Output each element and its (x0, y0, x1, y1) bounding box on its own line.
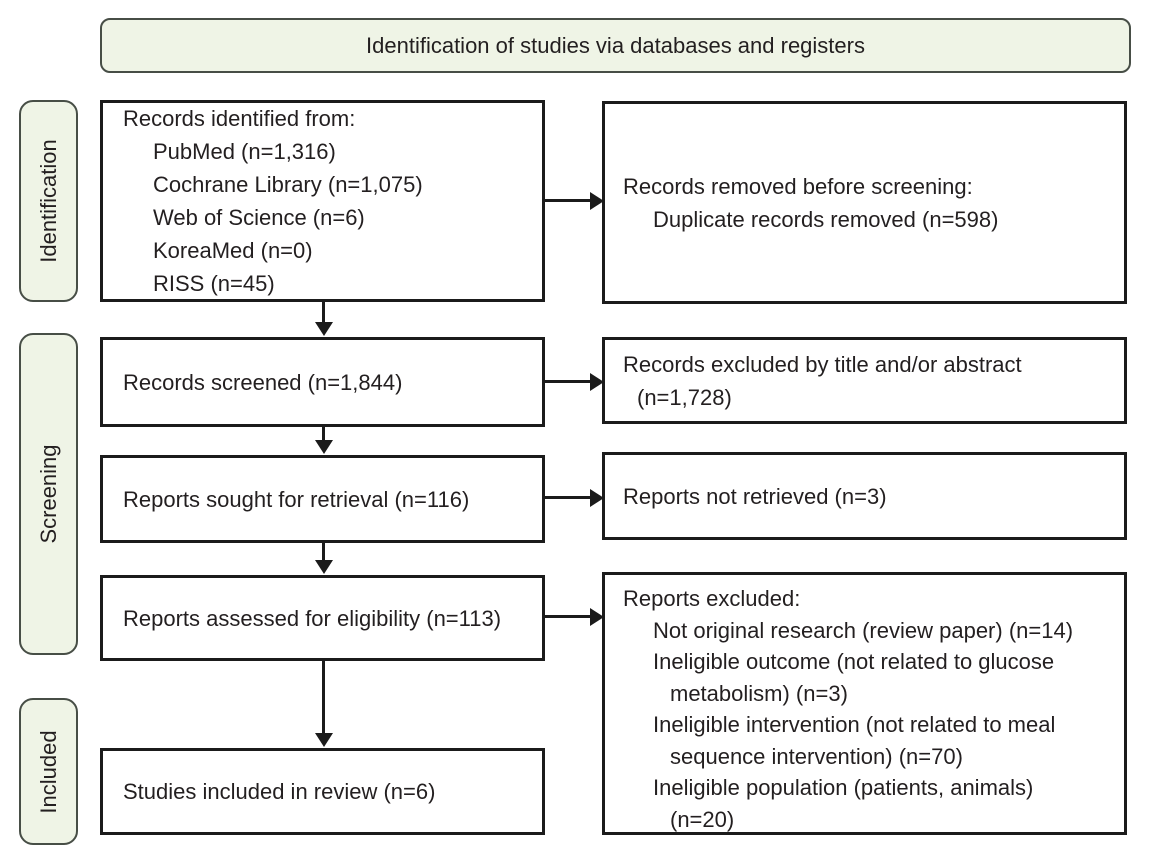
text-line: Records screened (n=1,844) (123, 369, 403, 395)
text-line: Ineligible intervention (not related to … (653, 712, 1056, 737)
text-line: Not original research (review paper) (n=… (653, 617, 1074, 643)
text-line: metabolism) (n=3) (670, 680, 848, 706)
arrow-sought-to-not-retrieved-icon (545, 496, 591, 499)
stage-included-label: Included (35, 729, 61, 814)
reports-not-retrieved-box: Reports not retrieved (n=3) (602, 452, 1127, 540)
arrow-identified-to-screened-icon (322, 302, 325, 323)
text-line: sequence intervention) (n=70) (670, 743, 963, 769)
text-line: (n=1,728) (637, 384, 732, 410)
records-removed-box: Records removed before screening: Duplic… (602, 101, 1127, 304)
records-screened-box: Records screened (n=1,844) (100, 337, 545, 427)
studies-included-box: Studies included in review (n=6) (100, 748, 545, 835)
header-banner: Identification of studies via databases … (100, 18, 1131, 73)
arrow-screened-to-sought-icon (322, 427, 325, 441)
text-line: Reports not retrieved (n=3) (623, 483, 887, 509)
reports-assessed-box: Reports assessed for eligibility (n=113) (100, 575, 545, 661)
records-identified-box: Records identified from: PubMed (n=1,316… (100, 100, 545, 302)
text-line: Records identified from: (123, 106, 356, 131)
text-line: Records removed before screening: (623, 173, 973, 199)
arrow-assessed-to-reports-excluded-icon (545, 615, 591, 618)
text-line: Duplicate records removed (n=598) (653, 206, 999, 232)
text-line: Records excluded by title and/or abstrac… (623, 351, 1022, 377)
text-line: RISS (n=45) (153, 271, 275, 296)
arrow-screened-to-excluded-icon (545, 380, 591, 383)
text-line: (n=20) (670, 806, 735, 832)
stage-identification: Identification (19, 100, 78, 302)
text-line: Reports assessed for eligibility (n=113) (123, 605, 502, 631)
text-line: Web of Science (n=6) (153, 205, 365, 230)
header-title: Identification of studies via databases … (366, 32, 865, 58)
stage-screening: Screening (19, 333, 78, 655)
stage-included: Included (19, 698, 78, 845)
text-line: Reports excluded: (623, 586, 801, 611)
reports-excluded-box: Reports excluded: Not original research … (602, 572, 1127, 835)
stage-screening-label: Screening (35, 444, 61, 544)
arrow-identified-to-removed-icon (545, 199, 591, 202)
text-line: PubMed (n=1,316) (153, 139, 336, 164)
stage-identification-label: Identification (35, 139, 61, 263)
records-excluded-box: Records excluded by title and/or abstrac… (602, 337, 1127, 424)
arrow-assessed-to-included-icon (322, 661, 325, 734)
text-line: KoreaMed (n=0) (153, 238, 313, 263)
text-line: Reports sought for retrieval (n=116) (123, 486, 470, 512)
text-line: Cochrane Library (n=1,075) (153, 172, 423, 197)
reports-sought-box: Reports sought for retrieval (n=116) (100, 455, 545, 543)
text-line: Studies included in review (n=6) (123, 779, 436, 804)
text-line: Ineligible outcome (not related to gluco… (653, 649, 1055, 674)
text-line: Ineligible population (patients, animals… (653, 775, 1034, 800)
arrow-sought-to-assessed-icon (322, 543, 325, 561)
